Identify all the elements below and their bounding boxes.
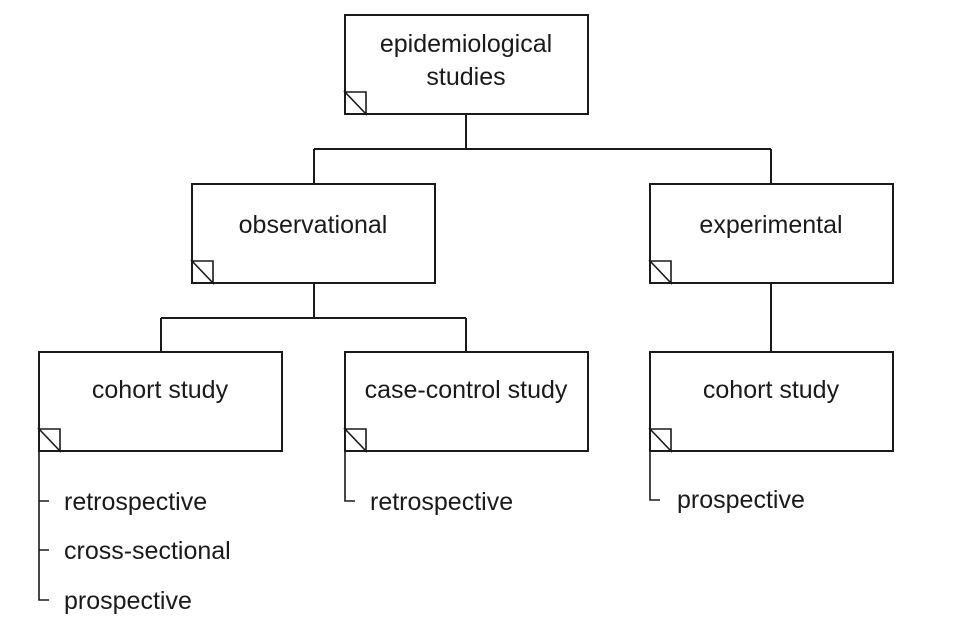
- node-experimental: experimental: [648, 183, 894, 285]
- node-exp-cohort-study: cohort study: [648, 351, 894, 453]
- page-fold-icon: [343, 428, 367, 453]
- node-label: observational: [239, 211, 388, 239]
- tree-connectors: [160, 114, 772, 352]
- node-box: [649, 183, 894, 284]
- page-fold-icon: [37, 428, 61, 453]
- page-fold-icon: [190, 260, 214, 285]
- node-obs-cohort-study: cohort study: [37, 351, 283, 453]
- node-box: [191, 183, 436, 284]
- subtype-retrospective: retrospective: [64, 488, 207, 516]
- node-label-line2: studies: [426, 63, 505, 91]
- node-box: [344, 14, 589, 115]
- subtype-cross-sectional: cross-sectional: [64, 537, 231, 565]
- exp-cohort-subtypes: prospective: [649, 451, 805, 514]
- subtype-retrospective: retrospective: [370, 488, 513, 516]
- page-fold-icon: [343, 91, 367, 116]
- case-control-subtypes: retrospective: [344, 451, 513, 516]
- node-label: cohort study: [703, 376, 840, 404]
- node-observational: observational: [190, 183, 436, 285]
- subtype-prospective: prospective: [677, 486, 805, 514]
- node-box: [344, 351, 589, 452]
- node-box: [38, 351, 283, 452]
- page-fold-icon: [648, 260, 672, 285]
- page-fold-icon: [648, 428, 672, 453]
- obs-cohort-subtypes: retrospective cross-sectional prospectiv…: [38, 451, 231, 615]
- node-label: case-control study: [365, 376, 568, 404]
- subtype-bracket: [38, 451, 49, 601]
- node-label: experimental: [699, 211, 842, 239]
- subtype-bracket: [344, 451, 355, 502]
- node-epidemiological-studies: epidemiological studies: [343, 14, 589, 116]
- subtype-bracket: [649, 451, 660, 501]
- node-label-line1: epidemiological: [380, 30, 552, 58]
- subtype-prospective: prospective: [64, 587, 192, 615]
- node-box: [649, 351, 894, 452]
- node-case-control-study: case-control study: [343, 351, 589, 453]
- node-label: cohort study: [92, 376, 229, 404]
